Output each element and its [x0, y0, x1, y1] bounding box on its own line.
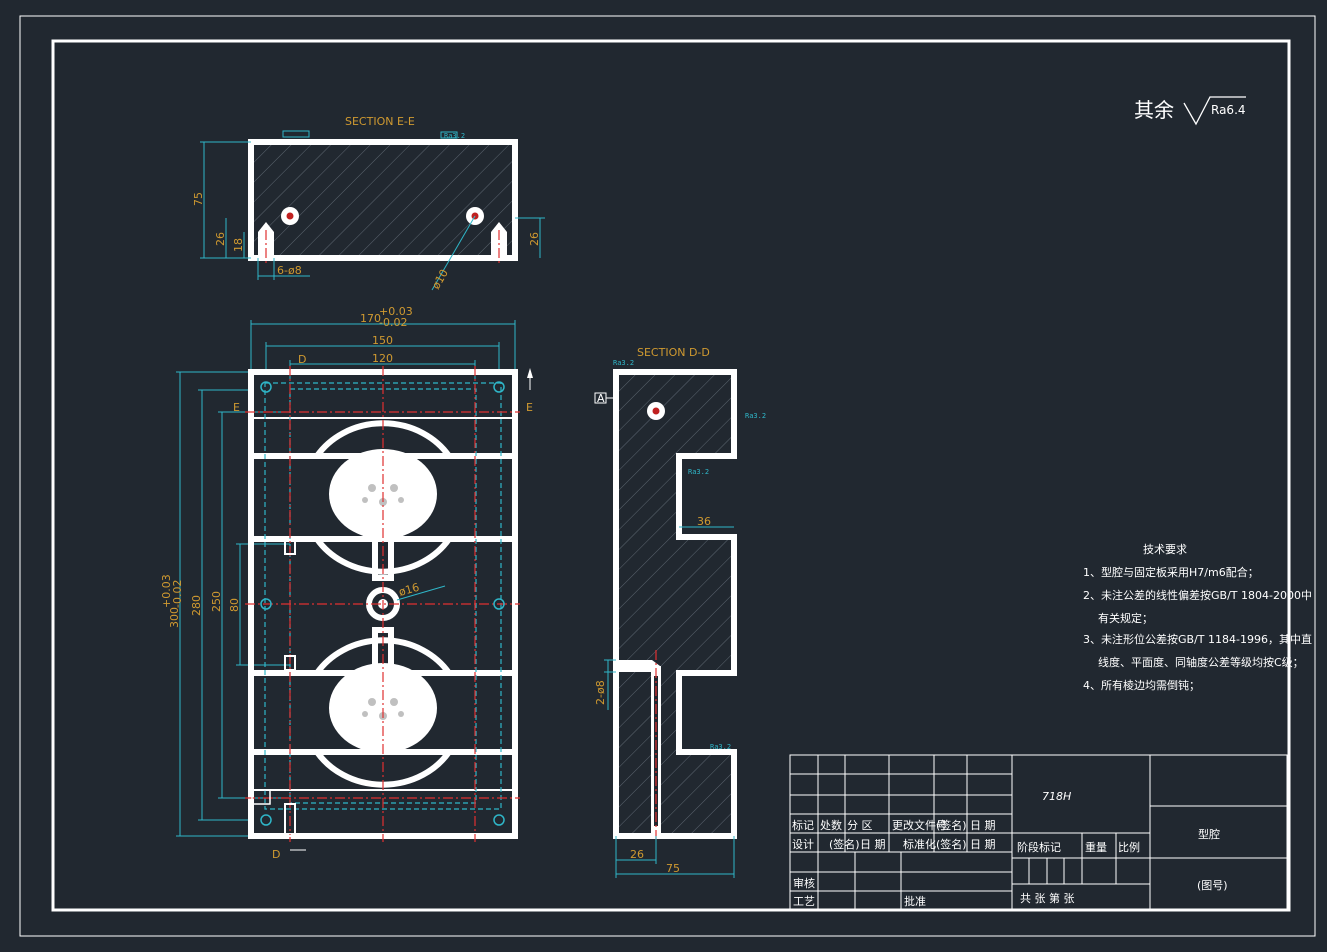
tb-row-label-1: 标记 [792, 818, 814, 832]
tech-title: 技术要求 [1143, 543, 1187, 556]
tech-item-4: 3、未注形位公差按GB/T 1184-1996，其中直 [1083, 632, 1312, 646]
tb-material: 718H [1042, 790, 1071, 803]
marker-d-bottom: D [272, 848, 280, 861]
tb-design-4: 标准化 [903, 837, 936, 851]
dim-ee-26-left: 26 [214, 232, 227, 246]
tb-row-label-5: (签名) [936, 818, 967, 832]
dim-width-main: 170 [360, 312, 381, 325]
dim-h80: 80 [228, 598, 241, 612]
dim-ee-18: 18 [232, 238, 245, 252]
surface-note-roughness: Ra6.4 [1211, 103, 1246, 117]
dim-height-tol-upper: +0.03 [160, 574, 173, 608]
tb-design-1: 设计 [792, 838, 814, 851]
tb-process: 工艺 [793, 895, 815, 908]
dim-dd-36: 36 [697, 515, 711, 528]
dim-height-tol-lower: -0.02 [171, 580, 184, 608]
tb-sheet-info: 共 张 第 张 [1020, 891, 1075, 905]
tb-scale: 比例 [1118, 840, 1140, 854]
tb-design-6: 日 期 [970, 838, 996, 851]
tb-weight: 重量 [1085, 840, 1107, 854]
tb-drawing-no: (图号) [1197, 879, 1228, 892]
roughness-tag-dd2: Ra3.2 [688, 468, 709, 476]
tb-design-2: (签名) [829, 837, 860, 851]
tech-item-3: 有关规定； [1098, 611, 1153, 625]
marker-d-top: D [298, 353, 306, 366]
plan-view: 170 +0.03 -0.02 150 120 300 +0.03 -0.02 … [160, 305, 533, 861]
dim-w120: 120 [372, 352, 393, 365]
section-ee-title: SECTION E-E [345, 115, 415, 128]
dim-width-tol-upper: +0.03 [379, 305, 413, 318]
tb-check: 审核 [793, 876, 815, 890]
tech-item-2: 2、未注公差的线性偏差按GB/T 1804-2000中 [1083, 588, 1312, 602]
dim-dd-26: 26 [630, 848, 644, 861]
tech-requirements: 技术要求 1、型腔与固定板采用H7/m6配合； 2、未注公差的线性偏差按GB/T… [1083, 543, 1312, 692]
tb-approve: 批准 [904, 894, 926, 908]
title-block: 718H 型腔 (图号) 阶段标记 重量 比例 标记 处数 分 区 更改文件号 … [789, 754, 1288, 911]
datum-tag: A [597, 392, 605, 405]
surface-note-prefix: 其余 [1134, 98, 1174, 122]
dim-ee-height: 75 [192, 192, 205, 206]
tech-item-1: 1、型腔与固定板采用H7/m6配合； [1083, 565, 1259, 579]
dim-h250: 250 [210, 591, 223, 612]
marker-e-left: E [233, 401, 240, 414]
dim-height-main: 300 [168, 607, 181, 628]
tb-row-label-4: 更改文件号 [892, 818, 947, 832]
section-ee-view: SECTION E-E 75 26 18 26 6-ø8 ø10 [192, 115, 545, 292]
section-dd-view: SECTION D-D A Ra3.2 Ra3.2 Ra3.2 Ra3.2 Ra… [444, 132, 766, 878]
roughness-tag-dd3: Ra3.2 [710, 743, 731, 751]
dim-dia16: ø16 [397, 581, 421, 599]
dim-ee-dia10: ø10 [429, 267, 451, 291]
dim-ee-26-right: 26 [528, 232, 541, 246]
inner-frame [51, 39, 1291, 912]
roughness-tag-ee: Ra3.2 [444, 132, 465, 140]
tech-item-6: 4、所有棱边均需倒钝； [1083, 678, 1200, 692]
dim-dd-75: 75 [666, 862, 680, 875]
surface-roughness-note: 其余 Ra6.4 [1134, 96, 1246, 126]
tb-stage-mark: 阶段标记 [1017, 840, 1061, 854]
outer-frame [19, 15, 1316, 937]
dim-ee-holes: 6-ø8 [277, 264, 302, 277]
dim-w150: 150 [372, 334, 393, 347]
dim-dd-holes: 2-ø8 [594, 680, 607, 705]
tb-design-5: (签名) [936, 837, 967, 851]
tb-design-3: 日 期 [860, 838, 886, 851]
tb-row-label-6: 日 期 [970, 819, 996, 832]
roughness-tag-dd4: Ra3.2 [613, 359, 634, 367]
tb-row-label-2: 处数 [820, 819, 842, 832]
tech-item-5: 线度、平面度、同轴度公差等级均按C级； [1098, 655, 1304, 669]
dim-width-tol-lower: -0.02 [379, 316, 407, 329]
section-dd-title: SECTION D-D [637, 346, 710, 359]
tb-part-name: 型腔 [1198, 827, 1220, 841]
roughness-tag-dd1: Ra3.2 [745, 412, 766, 420]
marker-e-right: E [526, 401, 533, 414]
tb-row-label-3: 分 区 [847, 819, 873, 832]
dim-h280: 280 [190, 595, 203, 616]
